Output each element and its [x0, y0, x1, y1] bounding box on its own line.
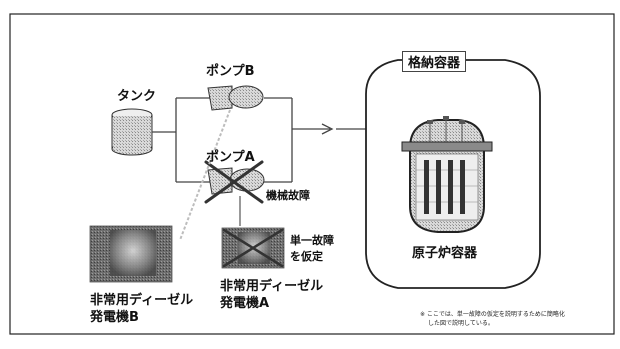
pump-b-label: ポンプB	[206, 64, 255, 79]
diesel-a-failure-x-icon	[222, 228, 284, 268]
power-line-b	[179, 109, 231, 241]
piping-lines	[152, 97, 366, 183]
diesel-a-label-line2: 発電機A	[220, 296, 270, 311]
single-failure-label-line2: を仮定	[290, 250, 323, 263]
footnote-line1: ※ ここでは、単一故障の仮定を説明するために簡略化	[420, 311, 565, 318]
diesel-b-label-line1: 非常用ディーゼル	[90, 293, 194, 308]
reactor-vessel-label: 原子炉容器	[412, 246, 478, 261]
pump-a-label: ポンプA	[206, 150, 255, 165]
reactor-vessel-icon	[401, 116, 493, 233]
footnote-line2: した図で説明している。	[428, 320, 494, 327]
containment-vessel-label: 格納容器	[402, 51, 467, 72]
pump-b-icon	[207, 85, 264, 111]
diesel-generator-b-icon	[89, 225, 173, 283]
pump-a-failure-x-icon	[204, 160, 264, 204]
pump-a-failure-label: 機械故障	[266, 189, 310, 202]
single-failure-label-line1: 単一故障	[290, 234, 334, 247]
diagram-frame	[9, 13, 615, 335]
flow-arrow-icon	[321, 123, 334, 135]
diesel-a-label-line1: 非常用ディーゼル	[220, 279, 324, 294]
tank-icon	[111, 108, 153, 156]
tank-label: タンク	[117, 89, 157, 104]
diesel-b-label-line2: 発電機B	[90, 310, 139, 325]
